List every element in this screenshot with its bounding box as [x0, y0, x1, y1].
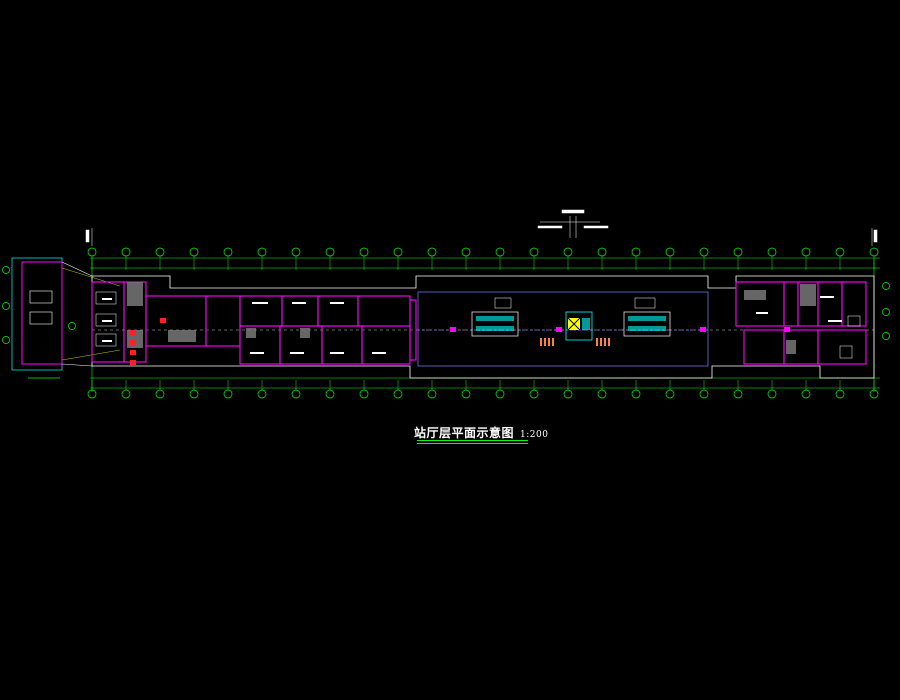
axis-bubble: [223, 247, 233, 257]
axis-bubble: [223, 389, 233, 399]
axis-bubble: [495, 247, 505, 257]
axis-bubble: [393, 389, 403, 399]
title-underline-second: [417, 443, 528, 444]
axis-bubble: [359, 247, 369, 257]
axis-bubbles: [2, 247, 890, 399]
axis-bubble: [563, 247, 573, 257]
axis-bubble-side: [68, 322, 76, 330]
axis-bubble: [325, 247, 335, 257]
axis-bubble: [801, 389, 811, 399]
axis-bubble: [767, 389, 777, 399]
drawing-title: 站厅层平面示意图 1:200: [414, 424, 548, 441]
axis-bubble-side: [882, 282, 890, 290]
entrance-passage-left: [11, 257, 121, 379]
axis-bubble-side: [882, 308, 890, 316]
axis-bubble: [155, 389, 165, 399]
structural-grid: [90, 257, 880, 392]
elevator-core: [565, 311, 593, 341]
axis-bubble: [835, 247, 845, 257]
axis-bubble: [325, 389, 335, 399]
axis-bubble: [189, 247, 199, 257]
axis-bubble: [869, 247, 879, 257]
axis-bubble: [291, 389, 301, 399]
drawing-title-block: 站厅层平面示意图 1:200: [0, 424, 900, 454]
axis-bubble-side: [2, 336, 10, 344]
axis-bubble: [495, 389, 505, 399]
axis-bubble: [699, 247, 709, 257]
axis-bubble: [121, 247, 131, 257]
section-marker-top: [537, 209, 609, 238]
axis-bubble-side: [2, 266, 10, 274]
axis-bubble: [733, 247, 743, 257]
drawing-scale: 1:200: [520, 430, 549, 440]
escalator-west: [471, 297, 519, 337]
axis-bubble: [767, 247, 777, 257]
axis-bubble: [121, 389, 131, 399]
axis-bubble: [427, 247, 437, 257]
axis-bubble: [461, 247, 471, 257]
section-arrows: [85, 228, 878, 246]
axis-bubble: [359, 389, 369, 399]
axis-bubble: [801, 247, 811, 257]
axis-bubble: [563, 389, 573, 399]
axis-bubble: [291, 247, 301, 257]
room-labels-right: [756, 296, 861, 359]
hatched-shafts-right: [744, 284, 816, 354]
axis-bubble: [597, 389, 607, 399]
axis-bubble: [699, 389, 709, 399]
axis-bubble-side: [2, 302, 10, 310]
axis-bubble: [835, 389, 845, 399]
axis-bubble: [257, 389, 267, 399]
drawing-title-text: 站厅层平面示意图: [414, 426, 515, 440]
fare-gates: [540, 338, 610, 346]
red-equipment-blocks: [130, 318, 166, 365]
axis-bubble: [155, 247, 165, 257]
axis-bubble: [189, 389, 199, 399]
axis-bubble: [733, 389, 743, 399]
axis-bubble: [597, 247, 607, 257]
axis-bubble: [529, 247, 539, 257]
axis-bubble: [529, 389, 539, 399]
axis-bubble: [87, 247, 97, 257]
axis-bubble: [631, 247, 641, 257]
axis-bubble: [631, 389, 641, 399]
axis-bubble: [461, 389, 471, 399]
axis-bubble-side: [882, 332, 890, 340]
axis-bubble: [257, 247, 267, 257]
room-labels-left: [102, 298, 386, 354]
axis-bubble: [393, 247, 403, 257]
axis-bubble: [665, 389, 675, 399]
equipment-rooms-right: [735, 281, 867, 365]
axis-bubble: [665, 247, 675, 257]
title-underline: [417, 440, 528, 441]
axis-bubble: [427, 389, 437, 399]
escalator-east: [623, 297, 671, 337]
